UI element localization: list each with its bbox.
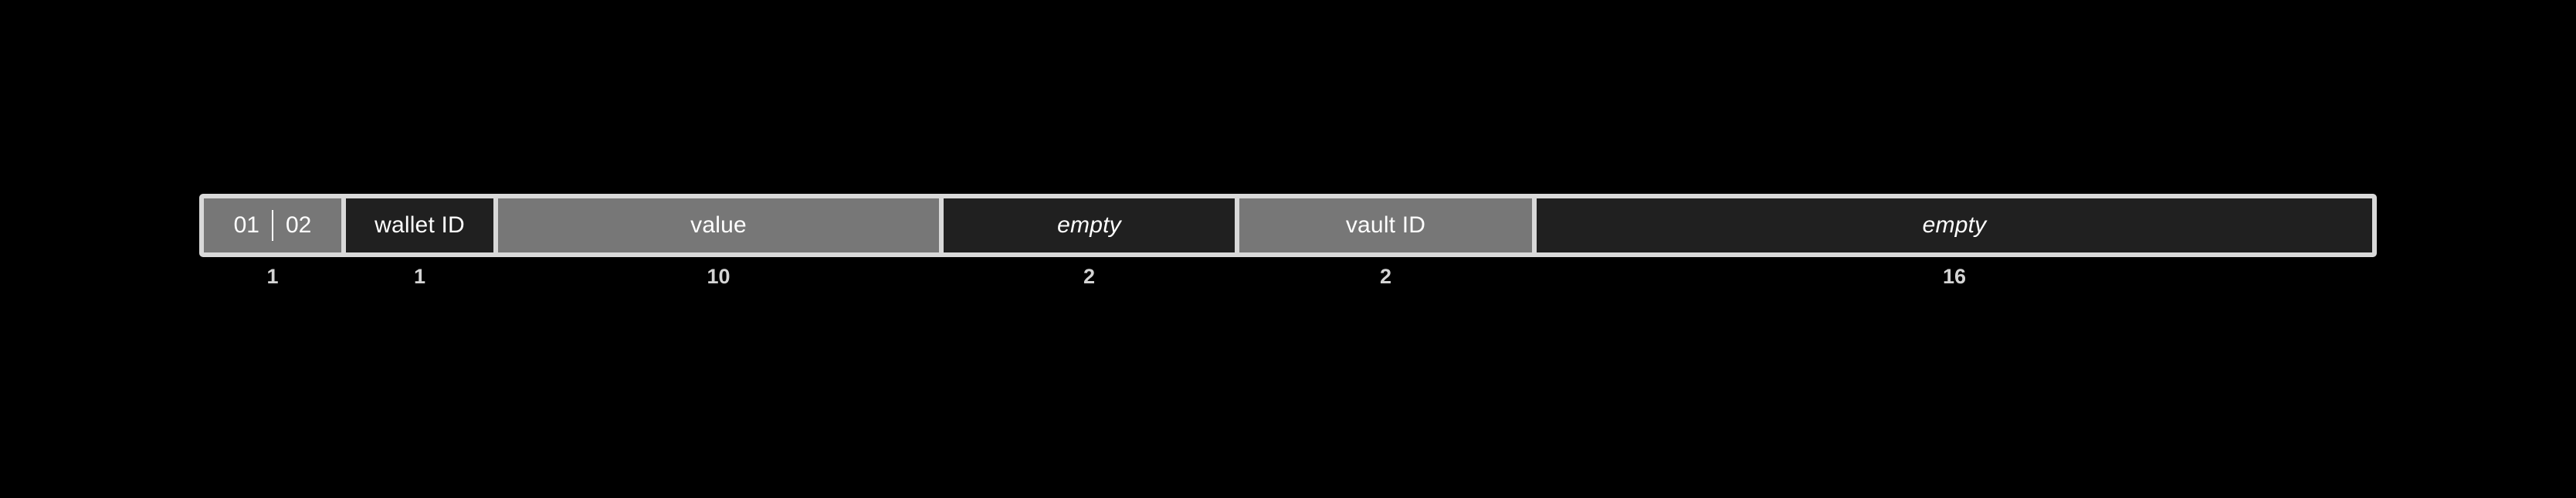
byte-field-label: empty	[1922, 212, 1987, 238]
opcode-second-byte: 02	[286, 212, 312, 238]
byte-field-value-2: value	[498, 198, 939, 252]
byte-size-value: 1	[413, 265, 426, 288]
byte-size-label-cell: 1	[204, 266, 341, 302]
byte-field-label: empty	[1057, 212, 1121, 238]
byte-field-label: vault ID	[1345, 212, 1426, 238]
byte-size-label-cell: 10	[498, 266, 939, 302]
byte-size-value: 2	[1379, 265, 1392, 288]
byte-size-value: 10	[707, 265, 730, 288]
byte-size-value: 16	[1942, 265, 1967, 288]
byte-field-vault-id-4: vault ID	[1239, 198, 1532, 252]
opcode-split-cell: 01 02	[222, 210, 324, 241]
byte-size-label-row: 1 1 10 2 2 16	[199, 266, 2377, 302]
byte-field-empty-5: empty	[1537, 198, 2372, 252]
opcode-divider	[272, 210, 273, 241]
byte-field-wallet-id-1: wallet ID	[346, 198, 493, 252]
byte-size-label-cell: 2	[944, 266, 1235, 302]
byte-field-opcode-0: 01 02	[204, 198, 341, 252]
byte-size-label-cell: 1	[346, 266, 493, 302]
byte-field-label: value	[690, 212, 747, 238]
byte-size-value: 1	[266, 265, 279, 288]
byte-size-value: 2	[1083, 265, 1096, 288]
byte-field-label: wallet ID	[375, 212, 465, 238]
byte-size-label-cell: 16	[1537, 266, 2372, 302]
byte-size-label-cell: 2	[1239, 266, 1532, 302]
opcode-first-byte: 01	[233, 212, 259, 238]
byte-layout-bar: 01 02 wallet ID value empty vault ID empty	[199, 194, 2377, 257]
byte-field-empty-3: empty	[944, 198, 1235, 252]
